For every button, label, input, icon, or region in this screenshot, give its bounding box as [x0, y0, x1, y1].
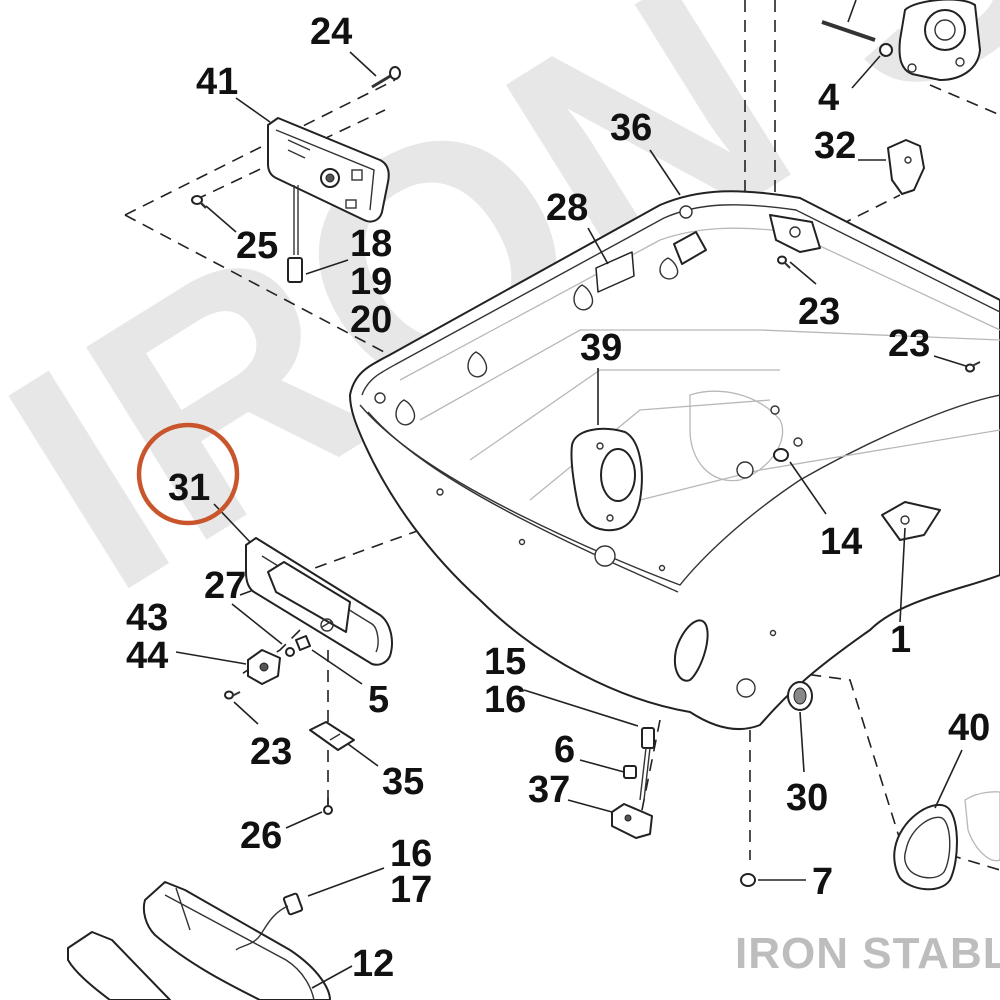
callout-6: 6: [554, 729, 575, 771]
part-37-harness: [611, 727, 655, 839]
callout-23: 23: [250, 731, 292, 773]
callout-26: 26: [240, 815, 282, 857]
part-31-lens: [245, 537, 393, 666]
callout-16: 16: [390, 833, 432, 875]
brand-watermark: IRON STABLE: [735, 929, 1000, 978]
callout-37: 37: [528, 769, 570, 811]
label-plate: [595, 251, 635, 293]
callout-labels: 24 41 36 32 4 28 25 18 19 20 23 23 39 31…: [126, 11, 990, 985]
callout-35: 35: [382, 761, 424, 803]
callout-43: 43: [126, 597, 168, 639]
part-41-housing: [267, 117, 390, 283]
callout-30: 30: [786, 777, 828, 819]
callout-4: 4: [818, 77, 839, 119]
part-12-light-bar: [67, 881, 331, 1000]
callout-12: 12: [352, 943, 394, 985]
callout-27: 27: [204, 565, 246, 607]
callout-25: 25: [236, 225, 278, 267]
part-43-44-lock: [247, 635, 311, 685]
callout-1: 1: [890, 619, 911, 661]
callout-18: 18: [350, 223, 392, 265]
callout-14: 14: [820, 521, 862, 563]
part-26-screw: [323, 798, 333, 815]
callout-31: 31: [168, 467, 210, 509]
callout-20: 20: [350, 299, 392, 341]
callout-32: 32: [814, 125, 856, 167]
callout-23: 23: [888, 323, 930, 365]
callout-19: 19: [350, 261, 392, 303]
part-30-grommet: [787, 681, 813, 711]
part-24-screw: [371, 66, 401, 89]
part-25-screw: [191, 195, 207, 209]
callout-39: 39: [580, 327, 622, 369]
callout-44: 44: [126, 635, 168, 677]
part-39-hinge-boss: [570, 427, 643, 532]
callout-5: 5: [368, 679, 389, 721]
highlight-ring: [136, 422, 240, 526]
callout-16: 16: [484, 679, 526, 721]
callout-15: 15: [484, 641, 526, 683]
part-40-gasket: [893, 791, 1000, 891]
part-1-bracket: [881, 501, 941, 541]
part-4-32-hardware: [769, 0, 981, 253]
part-23-screws: [224, 255, 981, 700]
part-14-plug: [773, 437, 803, 462]
part-7-bumper: [740, 873, 756, 887]
callout-41: 41: [196, 61, 238, 103]
callout-7: 7: [812, 861, 833, 903]
callout-36: 36: [610, 107, 652, 149]
callout-17: 17: [390, 869, 432, 911]
part-35-clip: [309, 721, 355, 751]
callout-40: 40: [948, 707, 990, 749]
leader-lines: [175, 0, 967, 989]
callout-28: 28: [546, 187, 588, 229]
callout-23: 23: [798, 291, 840, 333]
callout-24: 24: [310, 11, 352, 53]
